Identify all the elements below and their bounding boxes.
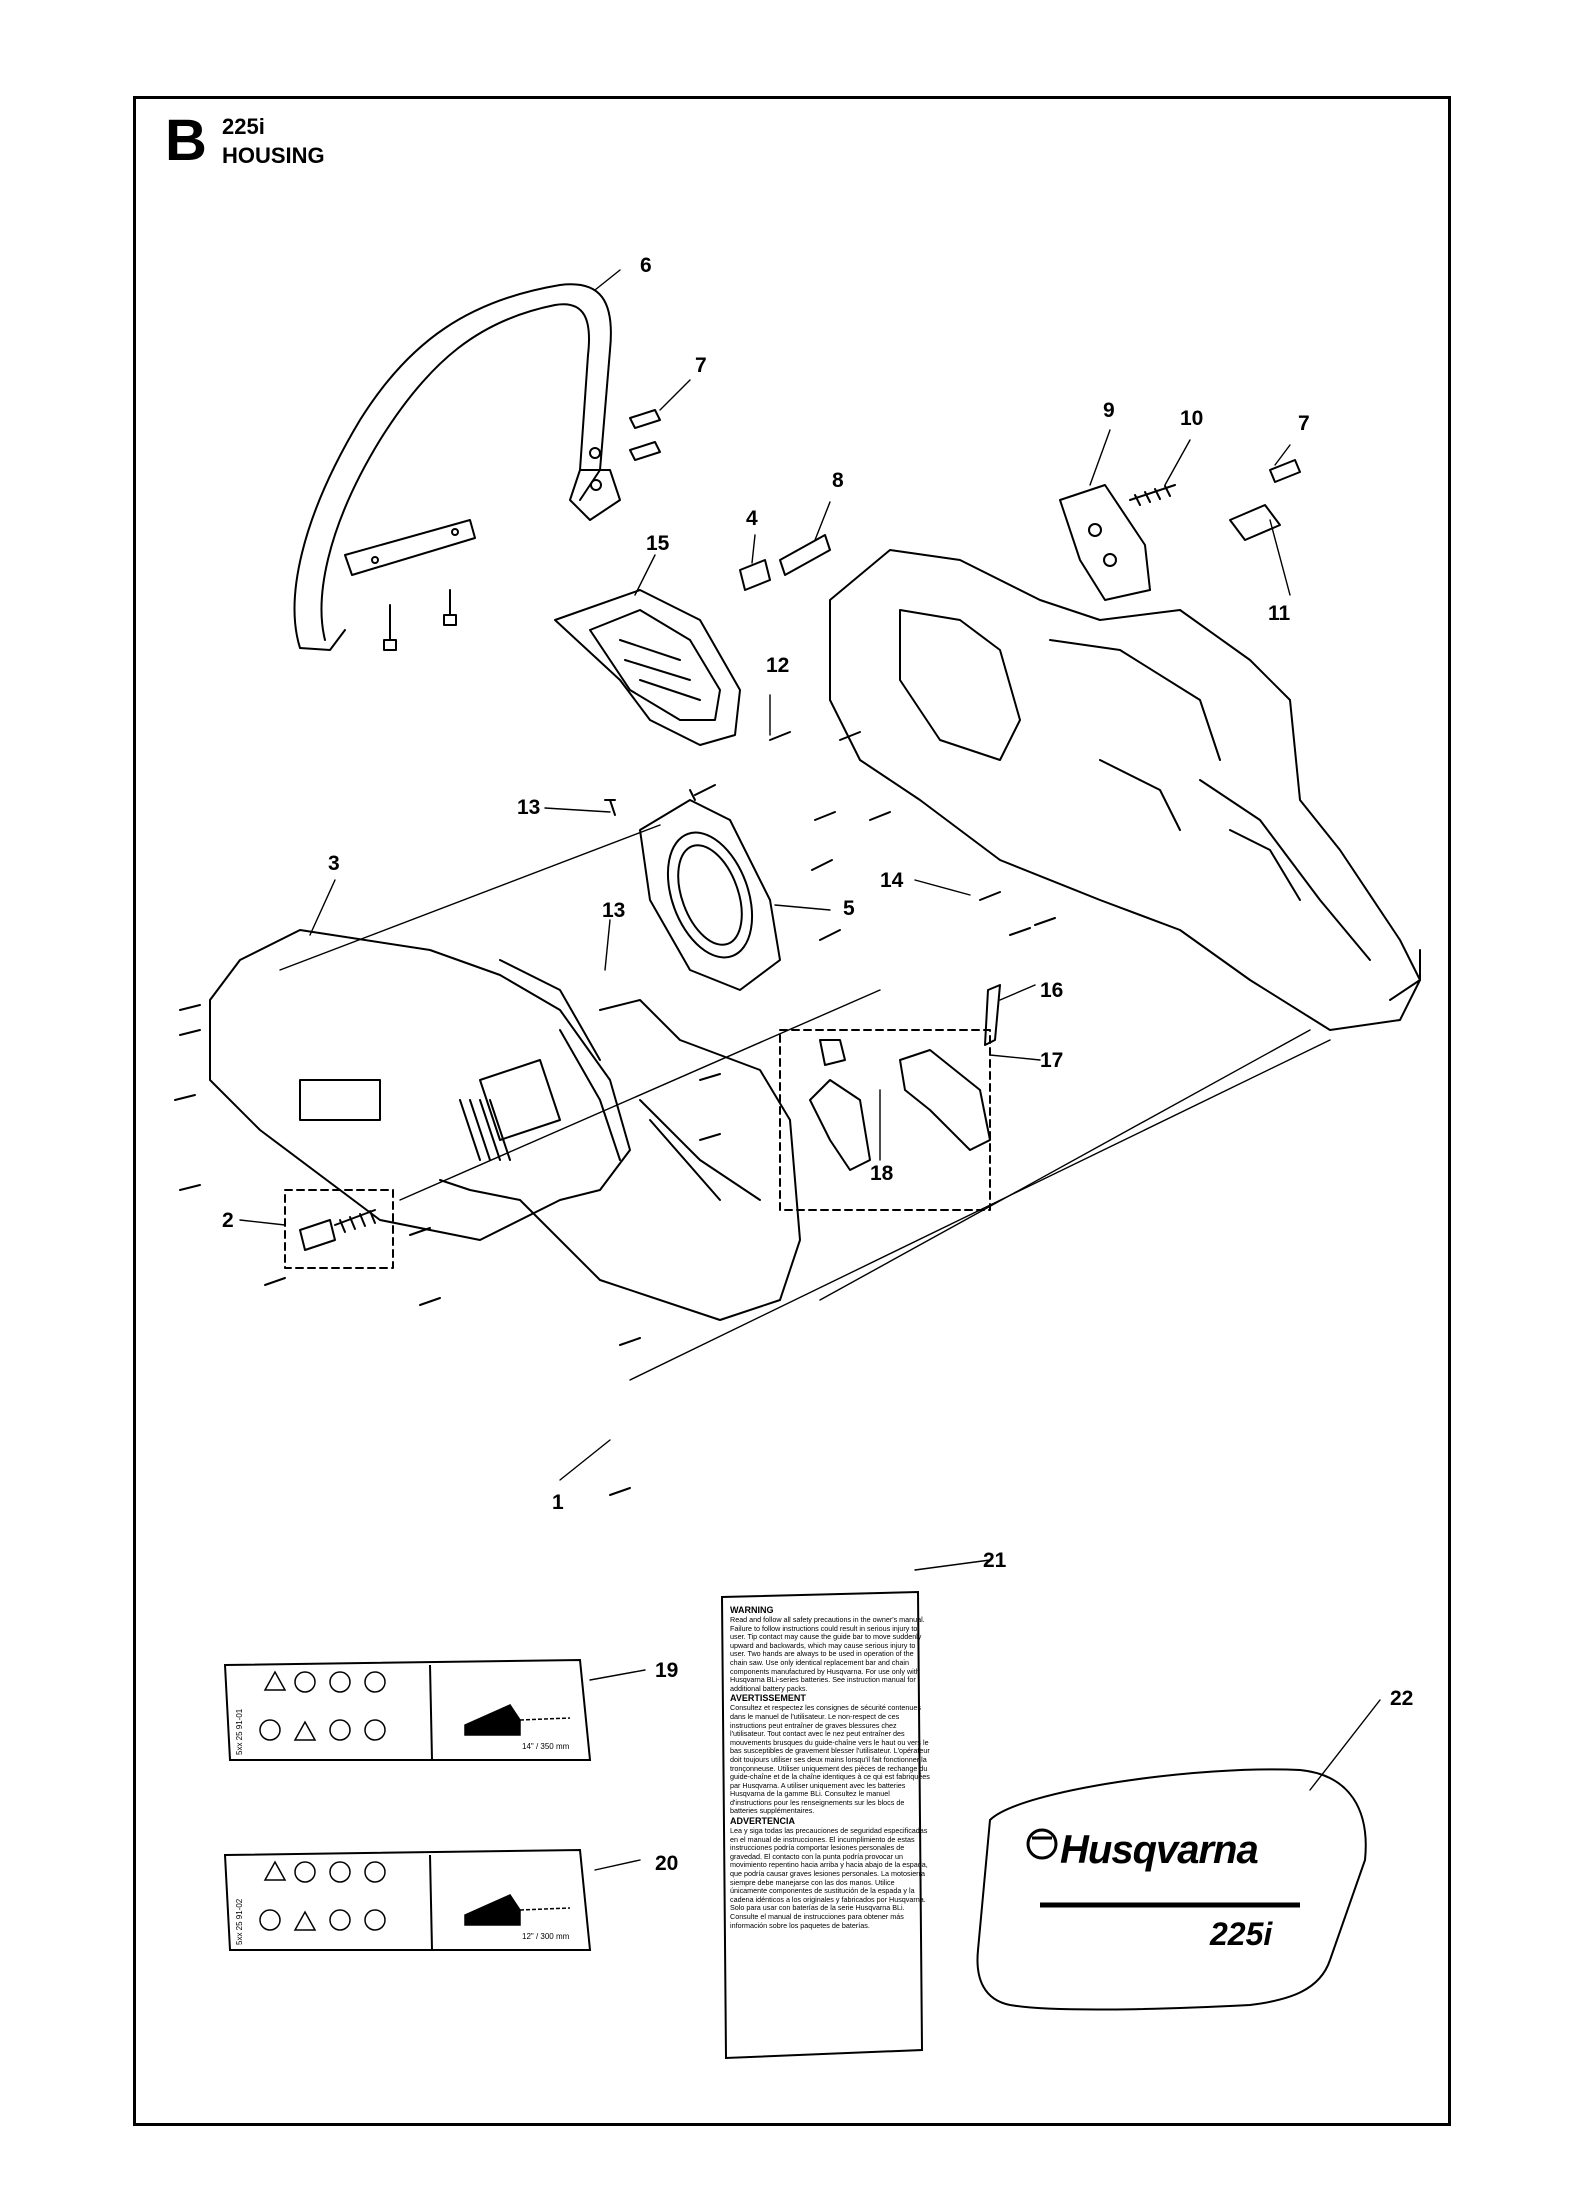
decal-19 bbox=[223, 1658, 592, 1761]
part-3-left-housing bbox=[209, 929, 631, 1241]
callout-3: 3 bbox=[328, 852, 340, 875]
brand-model-text: 225i bbox=[1210, 1916, 1273, 1952]
part-8 bbox=[779, 534, 831, 576]
callout-21: 21 bbox=[983, 1549, 1007, 1572]
part-16 bbox=[984, 984, 1001, 1046]
husqvarna-crown-icon bbox=[1026, 1828, 1058, 1860]
callout-6: 6 bbox=[640, 254, 652, 277]
part-7-screws bbox=[383, 409, 1301, 651]
callout-16: 16 bbox=[1040, 979, 1064, 1002]
part-10-spring bbox=[1129, 484, 1176, 506]
decal-19-bar-size: 14" / 350 mm bbox=[522, 1742, 570, 1751]
part-5-motor-ring bbox=[639, 799, 781, 991]
part-9-plate bbox=[1059, 484, 1151, 601]
callout-13b: 13 bbox=[602, 899, 626, 922]
callout-20: 20 bbox=[655, 1852, 679, 1875]
callout-9: 9 bbox=[1103, 399, 1115, 422]
callout-5: 5 bbox=[843, 897, 855, 920]
warning-heading-es: ADVERTENCIA bbox=[730, 1816, 796, 1827]
part-15-cover bbox=[554, 589, 741, 746]
part-11-bracket bbox=[1229, 504, 1281, 541]
callout-17: 17 bbox=[1040, 1049, 1064, 1072]
callout-12: 12 bbox=[766, 654, 790, 677]
warning-label-text: WARNING Read and follow all safety preca… bbox=[730, 1605, 930, 2045]
section-letter: B bbox=[165, 108, 207, 173]
warning-body-es: Lea y siga todas las precauciones de seg… bbox=[730, 1826, 928, 1930]
decal-20-bar-size: 12" / 300 mm bbox=[522, 1932, 570, 1941]
callout-7b: 7 bbox=[1298, 412, 1310, 435]
callout-4: 4 bbox=[746, 507, 758, 530]
callout-22: 22 bbox=[1390, 1687, 1414, 1710]
callout-1: 1 bbox=[552, 1491, 564, 1514]
callout-2: 2 bbox=[222, 1209, 234, 1232]
warning-heading-fr: AVERTISSEMENT bbox=[730, 1693, 806, 1704]
callout-14: 14 bbox=[880, 869, 904, 892]
decal-21-warning-label bbox=[720, 1590, 924, 2060]
page-title: HOUSING bbox=[222, 143, 325, 168]
callout-18: 18 bbox=[870, 1162, 894, 1185]
part-4 bbox=[739, 559, 771, 591]
decal-19-part-number: 5xx 25 91-01 bbox=[235, 1708, 244, 1755]
callout-15: 15 bbox=[646, 532, 670, 555]
model-label: 225i bbox=[222, 114, 265, 139]
part-6-front-handle bbox=[293, 283, 621, 651]
part-17-box bbox=[779, 1029, 991, 1211]
warning-body-fr: Consultez et respectez les consignes de … bbox=[730, 1703, 930, 1816]
callout-19: 19 bbox=[655, 1659, 679, 1682]
callout-8: 8 bbox=[832, 469, 844, 492]
decal-20-part-number: 5xx 25 91-02 bbox=[235, 1898, 244, 1945]
warning-heading-en: WARNING bbox=[730, 1605, 774, 1615]
page-frame bbox=[133, 96, 1451, 2126]
part-2-box bbox=[284, 1189, 394, 1269]
callout-10: 10 bbox=[1180, 407, 1204, 430]
callout-11: 11 bbox=[1268, 602, 1291, 625]
part-right-housing bbox=[829, 549, 1421, 1031]
decal-22-brand-label bbox=[976, 1768, 1367, 2011]
warning-body-en: Read and follow all safety precautions i… bbox=[730, 1615, 925, 1693]
brand-logo-text: Husqvarna bbox=[1060, 1828, 1259, 1872]
callout-7a: 7 bbox=[695, 354, 707, 377]
callout-13a: 13 bbox=[517, 796, 541, 819]
screws bbox=[174, 731, 1056, 1496]
part-1-main-body bbox=[439, 999, 801, 1321]
decal-20 bbox=[223, 1848, 592, 1951]
